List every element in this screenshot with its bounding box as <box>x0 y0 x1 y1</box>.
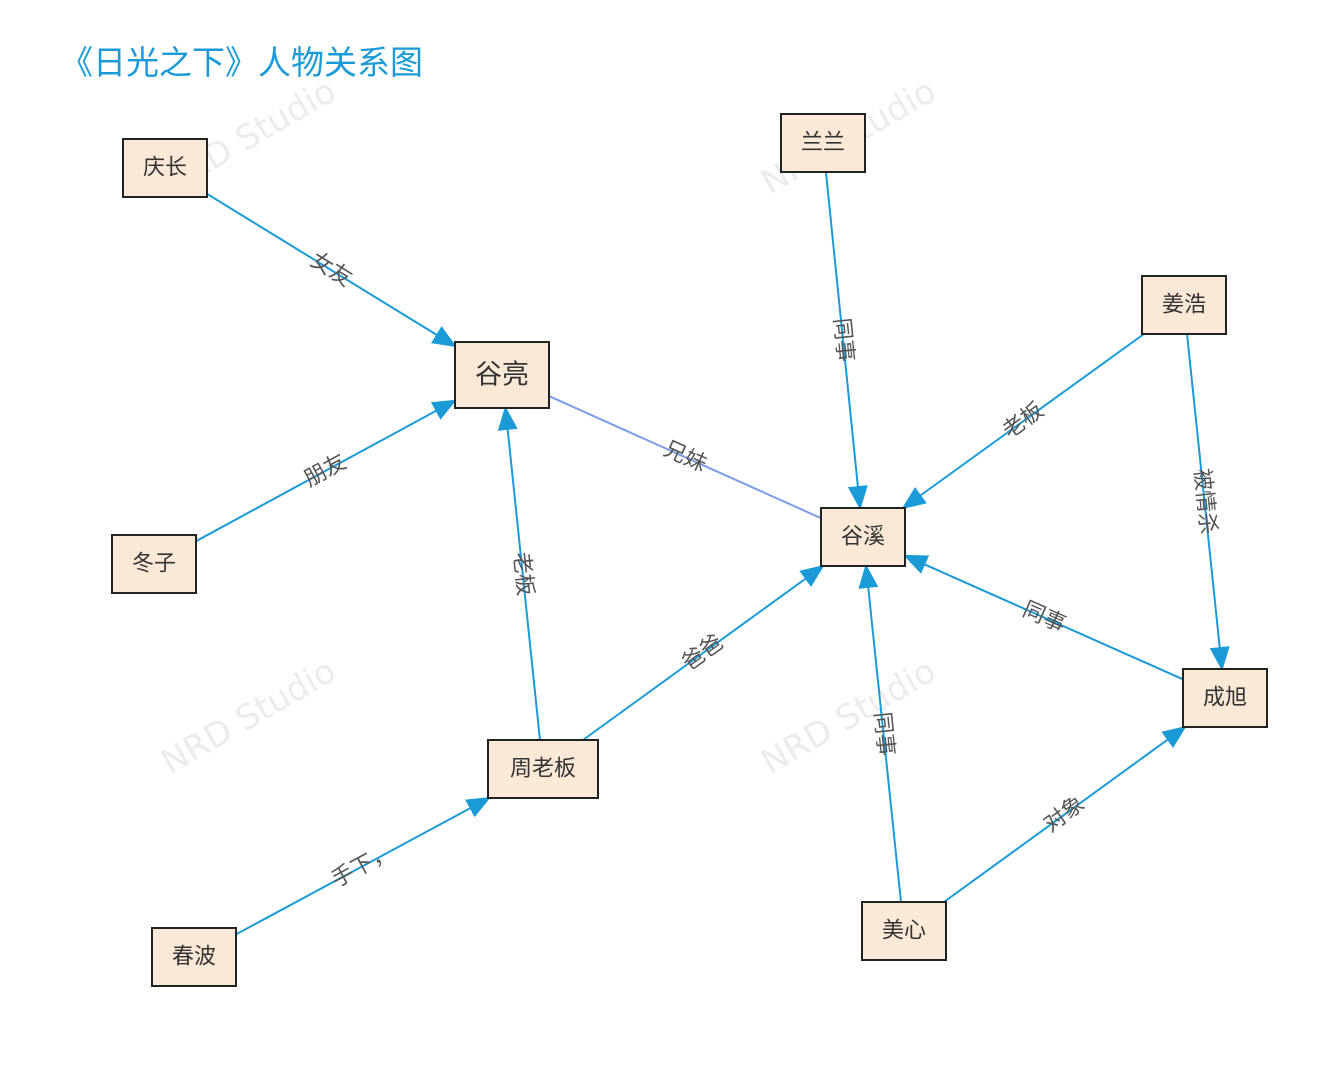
node-box <box>861 901 947 961</box>
node-box <box>1141 275 1227 335</box>
edge-qingchang-guliang <box>206 192 457 348</box>
node-label: 成旭 <box>1203 686 1247 711</box>
node-meixin: 美心 <box>861 901 947 961</box>
node-label: 春波 <box>172 945 216 970</box>
edge-label: 被情杀 <box>1189 467 1221 535</box>
node-lanlan: 兰兰 <box>780 113 866 173</box>
node-box <box>487 739 599 799</box>
diagram-title: 《日光之下》人物关系图 <box>60 43 423 82</box>
node-label: 周老板 <box>510 757 576 782</box>
edge-guliang-guxi <box>548 395 822 520</box>
node-box <box>1182 668 1268 728</box>
node-guxi: 谷溪 <box>820 507 906 567</box>
edge-zhoulaoban-guxi <box>582 564 825 741</box>
node-label: 冬子 <box>132 552 176 577</box>
edge-label: 同事 <box>828 317 857 363</box>
node-box <box>820 507 906 567</box>
node-label: 兰兰 <box>801 131 845 156</box>
edge-label: 女友 <box>306 248 357 292</box>
node-box <box>151 927 237 987</box>
edge-label: 同事 <box>1019 597 1069 638</box>
node-chunbo: 春波 <box>151 927 237 987</box>
watermark-text: NRD Studio <box>755 651 943 783</box>
edge-label: 手下， <box>328 840 398 893</box>
edge-label: 朋友 <box>300 449 351 492</box>
node-box <box>111 534 197 594</box>
edge-label: 老板 <box>998 398 1048 444</box>
node-jianghao: 姜浩 <box>1141 275 1227 335</box>
edge-label: 老板 <box>508 551 537 597</box>
edge-label: 对象 <box>1039 791 1089 837</box>
node-box <box>122 138 208 198</box>
node-guliang: 谷亮 <box>454 341 550 409</box>
edge-lanlan-guxi <box>824 171 868 510</box>
edge-meixin-guxi <box>858 564 902 903</box>
edge-jianghao-guxi <box>901 333 1145 510</box>
watermark-text: NRD Studio <box>155 651 343 783</box>
edge-layer <box>195 171 1230 936</box>
node-label: 谷溪 <box>841 525 885 550</box>
edge-chengxu-guxi <box>903 554 1184 681</box>
node-box <box>454 341 550 409</box>
edge-meixin-chengxu <box>943 725 1187 903</box>
edge-label: 同事 <box>869 711 898 757</box>
node-chengxu: 成旭 <box>1182 668 1268 728</box>
edge-dongzi-guliang <box>195 399 457 543</box>
edge-label: 爸爸 <box>678 630 728 676</box>
node-label: 美心 <box>882 919 926 944</box>
node-dongzi: 冬子 <box>111 534 197 594</box>
edge-jianghao-chengxu <box>1186 333 1230 671</box>
node-label: 谷亮 <box>475 360 529 391</box>
node-box <box>780 113 866 173</box>
node-zhoulaoban: 周老板 <box>487 739 599 799</box>
node-label: 庆长 <box>143 156 187 181</box>
edge-label: 兄妹 <box>660 437 710 478</box>
edge-zhoulaoban-guliang <box>497 406 541 741</box>
node-label: 姜浩 <box>1162 293 1206 318</box>
node-qingchang: 庆长 <box>122 138 208 198</box>
edge-chunbo-zhoulaoban <box>235 797 491 936</box>
